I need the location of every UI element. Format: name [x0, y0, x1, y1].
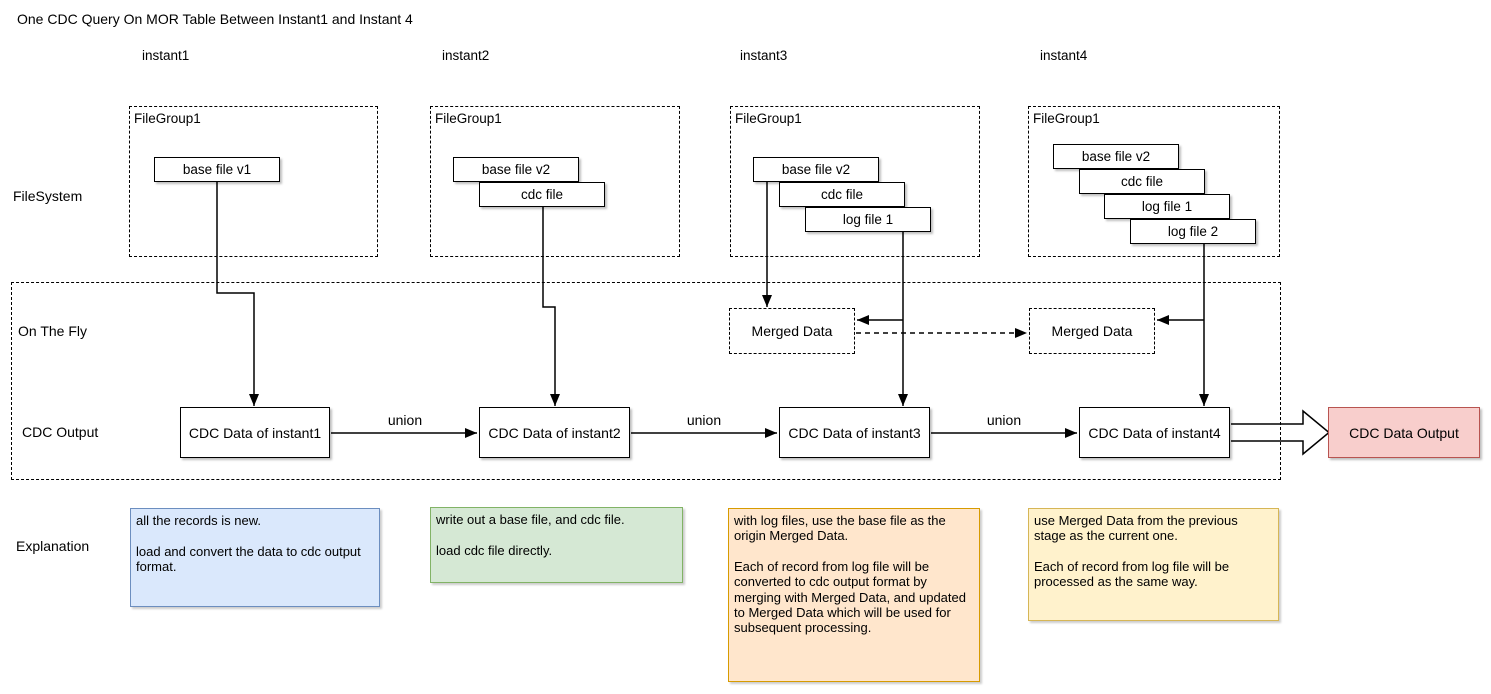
filegroup-box-instant2: FileGroup1: [430, 106, 680, 257]
row-label-explanation: Explanation: [16, 538, 90, 554]
file-box-cdc-file-instant2: cdc file: [479, 182, 605, 207]
cdc-data-box-instant1: CDC Data of instant1: [180, 407, 330, 458]
explanation-box-instant2: write out a base file, and cdc file. loa…: [430, 507, 683, 583]
explanation-box-instant1: all the records is new. load and convert…: [130, 508, 380, 607]
file-box-cdc-file-instant4: cdc file: [1079, 169, 1205, 194]
column-label-instant4: instant4: [1040, 48, 1088, 63]
union-label-3: union: [986, 412, 1022, 428]
cdc-data-box-instant2: CDC Data of instant2: [479, 407, 630, 458]
filegroup-box-instant1: FileGroup1: [129, 106, 378, 257]
arrow-cdcfile2-to-cdc2: [542, 207, 560, 406]
union-label-1: union: [387, 412, 423, 428]
cdc-data-output-box: CDC Data Output: [1328, 407, 1480, 458]
explanation-box-instant3: with log files, use the base file as the…: [728, 508, 980, 682]
file-box-base-file-v2-instant3: base file v2: [753, 157, 879, 182]
column-label-instant1: instant1: [142, 48, 190, 63]
file-box-base-file-v2-instant4: base file v2: [1053, 144, 1179, 169]
column-label-instant3: instant3: [740, 48, 788, 63]
file-box-base-file-v2-instant2: base file v2: [453, 157, 579, 182]
row-label-on-the-fly: On The Fly: [18, 323, 87, 339]
arrow-basev1-to-cdc1: [216, 182, 259, 406]
cdc-data-box-instant4: CDC Data of instant4: [1079, 407, 1230, 458]
diagram-title: One CDC Query On MOR Table Between Insta…: [17, 11, 413, 27]
row-label-filesystem: FileSystem: [13, 188, 83, 204]
filegroup-label: FileGroup1: [435, 111, 502, 126]
file-box-log-file-1-instant3: log file 1: [805, 207, 931, 232]
filegroup-label: FileGroup1: [134, 111, 201, 126]
filegroup-box-instant3: FileGroup1: [730, 106, 980, 257]
merged-data-box-instant4: Merged Data: [1029, 308, 1155, 354]
union-label-2: union: [686, 412, 722, 428]
file-box-cdc-file-instant3: cdc file: [779, 182, 905, 207]
merged-data-box-instant3: Merged Data: [729, 308, 855, 354]
explanation-box-instant4: use Merged Data from the previous stage …: [1028, 508, 1279, 621]
filegroup-label: FileGroup1: [735, 111, 802, 126]
file-box-log-file-1-instant4: log file 1: [1104, 194, 1230, 219]
file-box-base-file-v1-instant1: base file v1: [154, 157, 280, 182]
on-the-fly-cdc-output-region: [11, 282, 1281, 480]
file-box-log-file-2-instant4: log file 2: [1130, 219, 1256, 244]
row-label-cdc-output: CDC Output: [22, 424, 99, 440]
column-label-instant2: instant2: [442, 48, 490, 63]
filegroup-label: FileGroup1: [1033, 111, 1100, 126]
filegroup-box-instant4: FileGroup1: [1028, 106, 1280, 257]
cdc-data-box-instant3: CDC Data of instant3: [779, 407, 930, 458]
